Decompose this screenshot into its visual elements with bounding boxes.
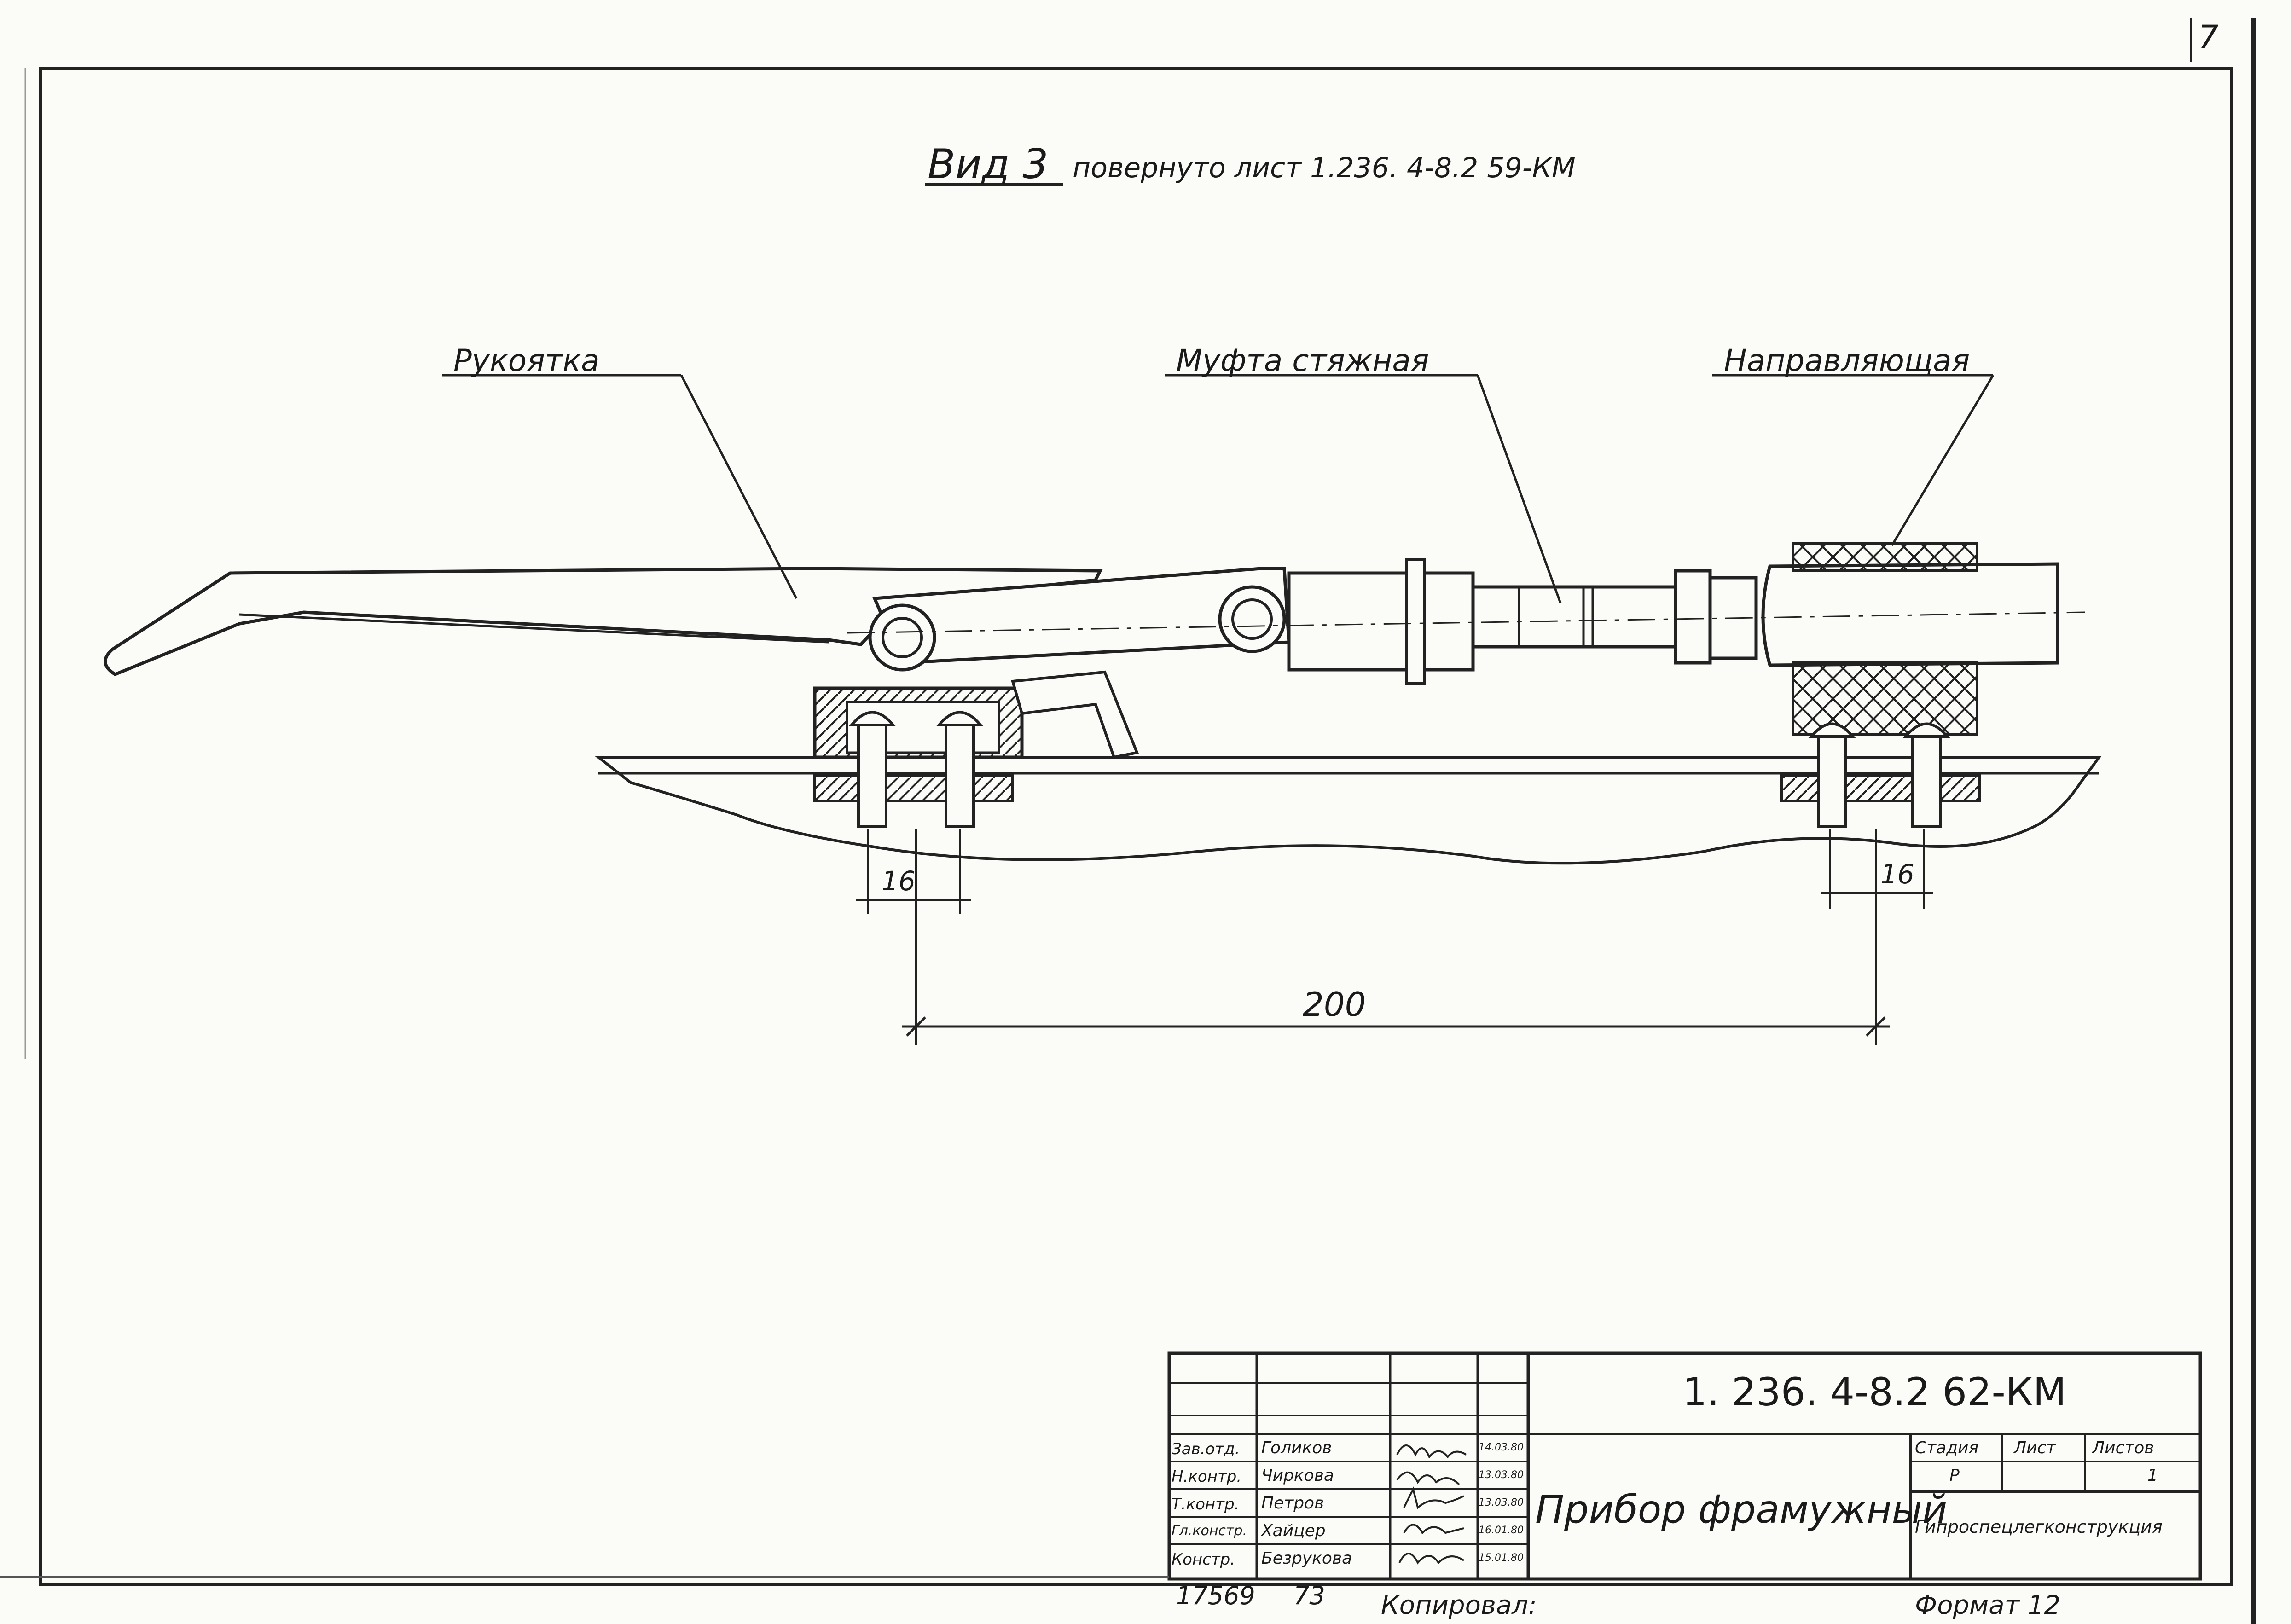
pivot-right-inner — [1231, 598, 1273, 640]
clevis-pin — [1405, 558, 1426, 685]
role-3: Т.контр. — [1172, 1495, 1240, 1514]
pivot-left-outer — [868, 603, 936, 672]
dim-left-text: 16 — [882, 865, 916, 897]
leader-guide — [1891, 374, 1995, 546]
axis-centre-line — [847, 611, 2086, 634]
right-screw-head-1 — [1808, 722, 1856, 738]
sheet-border — [39, 67, 2233, 1586]
item-name: Прибор фрамужный — [1535, 1487, 1948, 1532]
drawing-designation: 1. 236. 4-8.2 62-КМ — [1682, 1369, 2066, 1415]
dim-span-text: 200 — [1303, 985, 1366, 1024]
role-2: Н.контр. — [1172, 1467, 1242, 1486]
name-3: Петров — [1261, 1494, 1324, 1513]
coupling-rod — [1471, 585, 1687, 649]
left-screw-head-1 — [848, 711, 896, 726]
stage-header: Стадия — [1915, 1438, 1979, 1457]
callout-handle: Рукоятка — [453, 343, 600, 378]
left-screw-2 — [945, 719, 975, 828]
date-1: 14.03.80 — [1479, 1442, 1524, 1453]
left-washer-strip — [813, 774, 1014, 802]
dim-right-text: 16 — [1880, 858, 1914, 890]
name-5: Безрукова — [1261, 1549, 1352, 1568]
date-4: 16.01.80 — [1479, 1525, 1524, 1536]
left-screw-1 — [857, 719, 887, 828]
inventory-number: 17569 — [1176, 1581, 1255, 1610]
dim-span-tick-right — [1866, 1016, 1886, 1037]
pivot-right-outer — [1218, 585, 1286, 653]
name-1: Голиков — [1261, 1438, 1332, 1457]
coupling-nut — [1674, 569, 1712, 665]
sheet-corner-number: 7 — [2198, 18, 2219, 56]
organization: Гипроспецлегконструкция — [1915, 1517, 2163, 1537]
right-washer-strip — [1780, 774, 1981, 802]
leader-handle — [680, 374, 798, 599]
guide-block-bottom — [1792, 661, 1978, 736]
callout-guide: Направляющая — [1724, 343, 1970, 378]
sheet-format: Формат 12 — [1915, 1590, 2061, 1620]
date-3: 13.03.80 — [1479, 1497, 1524, 1508]
handle-lever — [104, 567, 1103, 676]
title-block-grid — [1167, 1351, 2202, 1581]
name-4: Хайцер — [1261, 1521, 1326, 1540]
role-5: Констр. — [1172, 1550, 1235, 1569]
base-plate — [594, 756, 2102, 865]
inventory-sub: 73 — [1293, 1581, 1325, 1610]
view-note: повернуто лист 1.236. 4-8.2 59-КМ — [1073, 152, 1576, 184]
stage-value: Р — [1949, 1466, 1960, 1485]
right-screw-head-2 — [1902, 722, 1950, 738]
left-screw-head-2 — [936, 711, 984, 726]
handle-stop — [1011, 670, 1139, 759]
role-4: Гл.констр. — [1172, 1523, 1247, 1539]
view-title: Вид 3 — [928, 140, 1049, 188]
handle-lever-edge — [239, 613, 829, 644]
sheet-header: Лист — [2014, 1438, 2056, 1457]
copied-by: Копировал: — [1381, 1590, 1537, 1620]
dim-span-tick-left — [906, 1016, 926, 1037]
clevis-body — [1287, 571, 1475, 672]
date-2: 13.03.80 — [1479, 1469, 1524, 1481]
sheets-header: Листов — [2092, 1438, 2154, 1457]
date-5: 15.01.80 — [1479, 1552, 1524, 1564]
leader-coupling — [1476, 375, 1562, 603]
right-screw-2 — [1911, 731, 1942, 828]
pivot-left-inner — [882, 617, 923, 658]
role-1: Зав.отд. — [1172, 1440, 1240, 1458]
guide-block-top — [1792, 542, 1978, 572]
name-2: Чиркова — [1261, 1466, 1334, 1485]
callout-coupling: Муфта стяжная — [1176, 343, 1429, 378]
right-screw-1 — [1817, 731, 1847, 828]
sheets-value: 1 — [2147, 1466, 2158, 1485]
